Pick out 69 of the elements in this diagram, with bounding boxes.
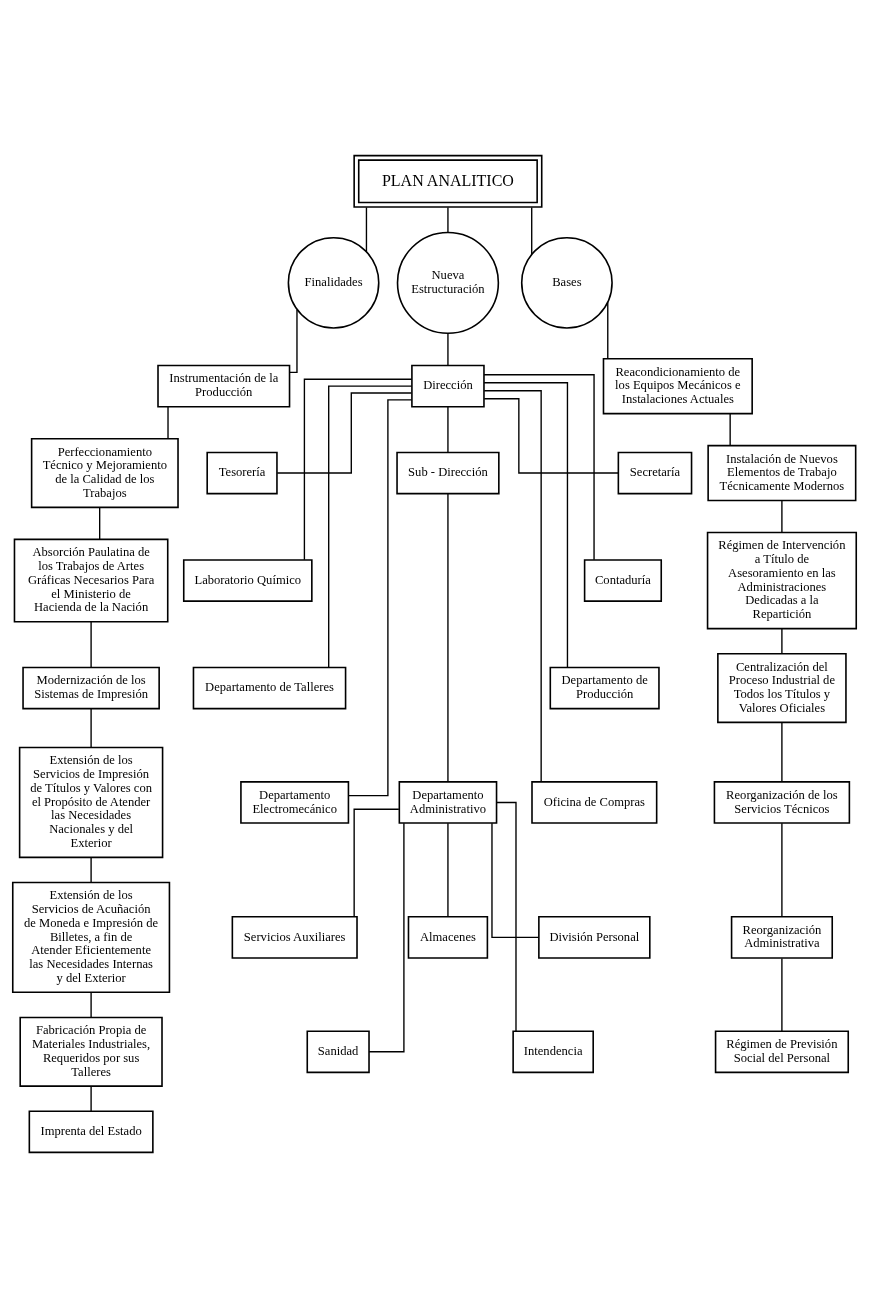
connector	[99, 506, 101, 540]
node-box: Almacenes	[407, 915, 489, 959]
node-box: División Personal	[538, 915, 651, 959]
connector	[90, 620, 92, 668]
node-box: Dirección	[411, 364, 485, 408]
node-circle: Finalidades	[287, 236, 380, 329]
node-box: Absorción Paulatina de los Trabajos de Artes Gráficas Necesarios Para el Ministerio de Hacienda de la Nación	[13, 538, 169, 623]
connector	[483, 381, 569, 668]
node-box: Imprenta del Estado	[28, 1109, 154, 1153]
node-box: Tesorería	[206, 451, 278, 494]
node-box: Reorganización de los Servicios Técnicos	[713, 780, 851, 824]
connector	[781, 822, 783, 917]
connector	[607, 301, 609, 359]
node-box: Departamento de Talleres	[192, 666, 347, 709]
connector	[276, 391, 413, 474]
connector	[491, 822, 540, 938]
connector	[781, 499, 783, 533]
node-box: Centralización del Proceso Industrial de Todos los Títulos y Valores Oficiales	[717, 652, 847, 723]
connector	[729, 412, 731, 446]
node-box: Extensión de los Servicios de Acuñación de Moneda e Impresión de Billetes, a fin de Atender Eficientemente las Necesidades Internas y del Exterior	[11, 881, 171, 993]
node-box: Departamento de Producción	[549, 666, 660, 709]
connector	[483, 373, 595, 560]
node-box: Régimen de Intervención a Título de Asesoramiento en las Administraciones Dedicadas a la Repartición	[706, 531, 858, 629]
node-box: PLAN ANALITICO	[353, 154, 543, 208]
connector	[348, 398, 413, 796]
node-box: Departamento Electromecánico	[240, 780, 350, 824]
connector	[368, 822, 405, 1052]
connector	[447, 206, 449, 233]
connector	[781, 721, 783, 782]
node-box: Perfeccionamiento Técnico y Mejoramiento de la Calidad de los Trabajos	[30, 437, 179, 508]
node-box: Oficina de Compras	[531, 780, 658, 824]
connector	[90, 991, 92, 1018]
connector	[90, 1085, 92, 1112]
node-box: Sub - Dirección	[396, 451, 500, 494]
node-box: Secretaría	[617, 451, 693, 494]
node-box: Instalación de Nuevos Elementos de Trabajo Técnicamente Modernos	[707, 444, 857, 501]
node-box: Contaduría	[583, 558, 663, 602]
node-box: Extensión de los Servicios de Impresión de Títulos y Valores con el Propósito de Atender las Necesidades Nacionales y del Exterior	[18, 746, 164, 858]
node-box: Modernización de los Sistemas de Impresión	[22, 666, 160, 709]
node-box: Reorganización Administrativa	[730, 915, 834, 959]
connector	[483, 389, 542, 782]
connector	[447, 405, 449, 453]
connector	[781, 957, 783, 1032]
connector	[353, 808, 400, 917]
node-circle: Bases	[520, 236, 613, 329]
connector	[167, 405, 169, 439]
node-box: Instrumentación de la Producción	[157, 364, 291, 408]
node-box: Fabricación Propia de Materiales Industriales, Requeridos por sus Talleres	[19, 1016, 163, 1087]
node-box: Reacondicionamiento de los Equipos Mecánicos e Instalaciones Actuales	[602, 357, 753, 414]
connector	[496, 801, 517, 1032]
node-box: Laboratorio Químico	[182, 558, 313, 602]
connector	[303, 378, 413, 560]
node-box: Servicios Auxiliares	[231, 915, 358, 959]
node-box: Sanidad	[306, 1029, 370, 1073]
connector	[531, 206, 533, 255]
node-box: Departamento Administrativo	[398, 780, 498, 824]
node-box: Régimen de Previsión Social del Personal	[714, 1029, 850, 1073]
connector	[289, 308, 298, 373]
connector	[90, 856, 92, 883]
connector	[447, 332, 449, 366]
connector	[365, 206, 368, 252]
node-circle: Nueva Estructuración	[396, 231, 500, 334]
node-box: Intendencia	[512, 1029, 594, 1073]
connector	[328, 384, 413, 668]
connector	[90, 707, 92, 748]
connector	[447, 492, 449, 783]
connector	[447, 822, 449, 917]
connector	[483, 397, 619, 474]
connector	[781, 627, 783, 654]
